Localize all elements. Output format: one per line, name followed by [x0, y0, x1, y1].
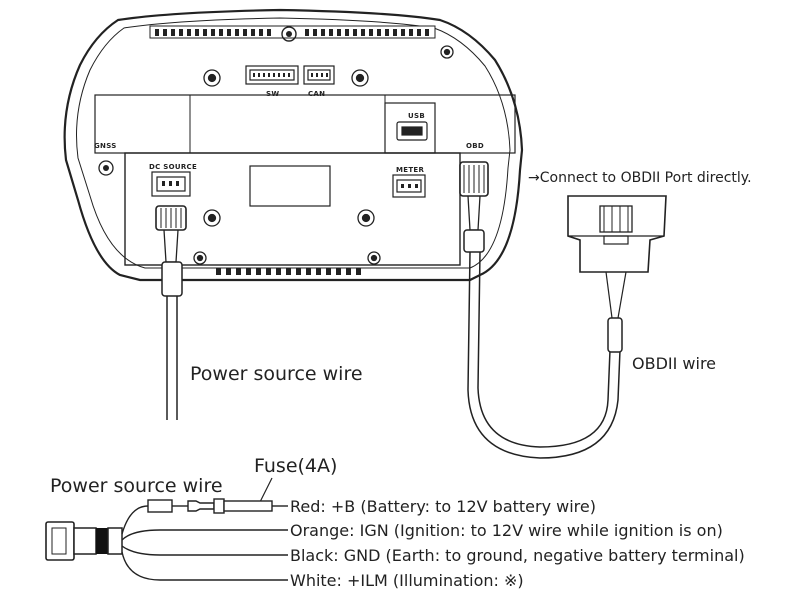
- screws-upper: [203, 45, 454, 87]
- power-source-wire-label-upper: Power source wire: [190, 363, 363, 385]
- dc-source-port-label: DC SOURCE: [149, 163, 197, 171]
- obd-connect-callout: →Connect to OBDII Port directly.: [528, 170, 752, 186]
- device-power-cable: [155, 205, 187, 420]
- obd-cable: [459, 161, 667, 459]
- top-vent-ribs: [155, 29, 429, 36]
- device-rear-view: [63, 8, 524, 282]
- dc-source-connector: [151, 171, 191, 197]
- meter-port-label: METER: [396, 166, 425, 174]
- meter-connector: [392, 174, 426, 198]
- can-connector: [303, 65, 335, 85]
- usb-port-label: USB: [408, 112, 425, 120]
- top-center-screw: [281, 26, 297, 42]
- harness-graphic: [45, 477, 288, 581]
- wire-label-white: White: +ILM (Illumination: ※): [290, 571, 524, 590]
- bottom-vent-ribs: [216, 268, 361, 275]
- gnss-jack: [98, 160, 114, 176]
- usb-port: [384, 102, 436, 154]
- harness-power-source-wire-label: Power source wire: [50, 475, 223, 497]
- obdii-connector: [567, 195, 667, 273]
- gnss-port-label: GNSS: [94, 142, 117, 150]
- can-port-label: CAN: [308, 90, 325, 98]
- fuse-label: Fuse(4A): [254, 455, 337, 477]
- wire-list: Red: +B (Battery: to 12V battery wire) O…: [290, 497, 745, 590]
- wire-label-black: Black: GND (Earth: to ground, negative b…: [290, 546, 745, 565]
- screws-lower: [193, 209, 381, 265]
- wire-label-red: Red: +B (Battery: to 12V battery wire): [290, 497, 596, 516]
- sw-connector: [245, 65, 299, 85]
- obdii-wire-label: OBDII wire: [632, 354, 716, 373]
- sw-port-label: SW: [266, 90, 279, 98]
- wire-label-orange: Orange: IGN (Ignition: to 12V wire while…: [290, 521, 723, 540]
- obd-port-label: OBD: [466, 142, 484, 150]
